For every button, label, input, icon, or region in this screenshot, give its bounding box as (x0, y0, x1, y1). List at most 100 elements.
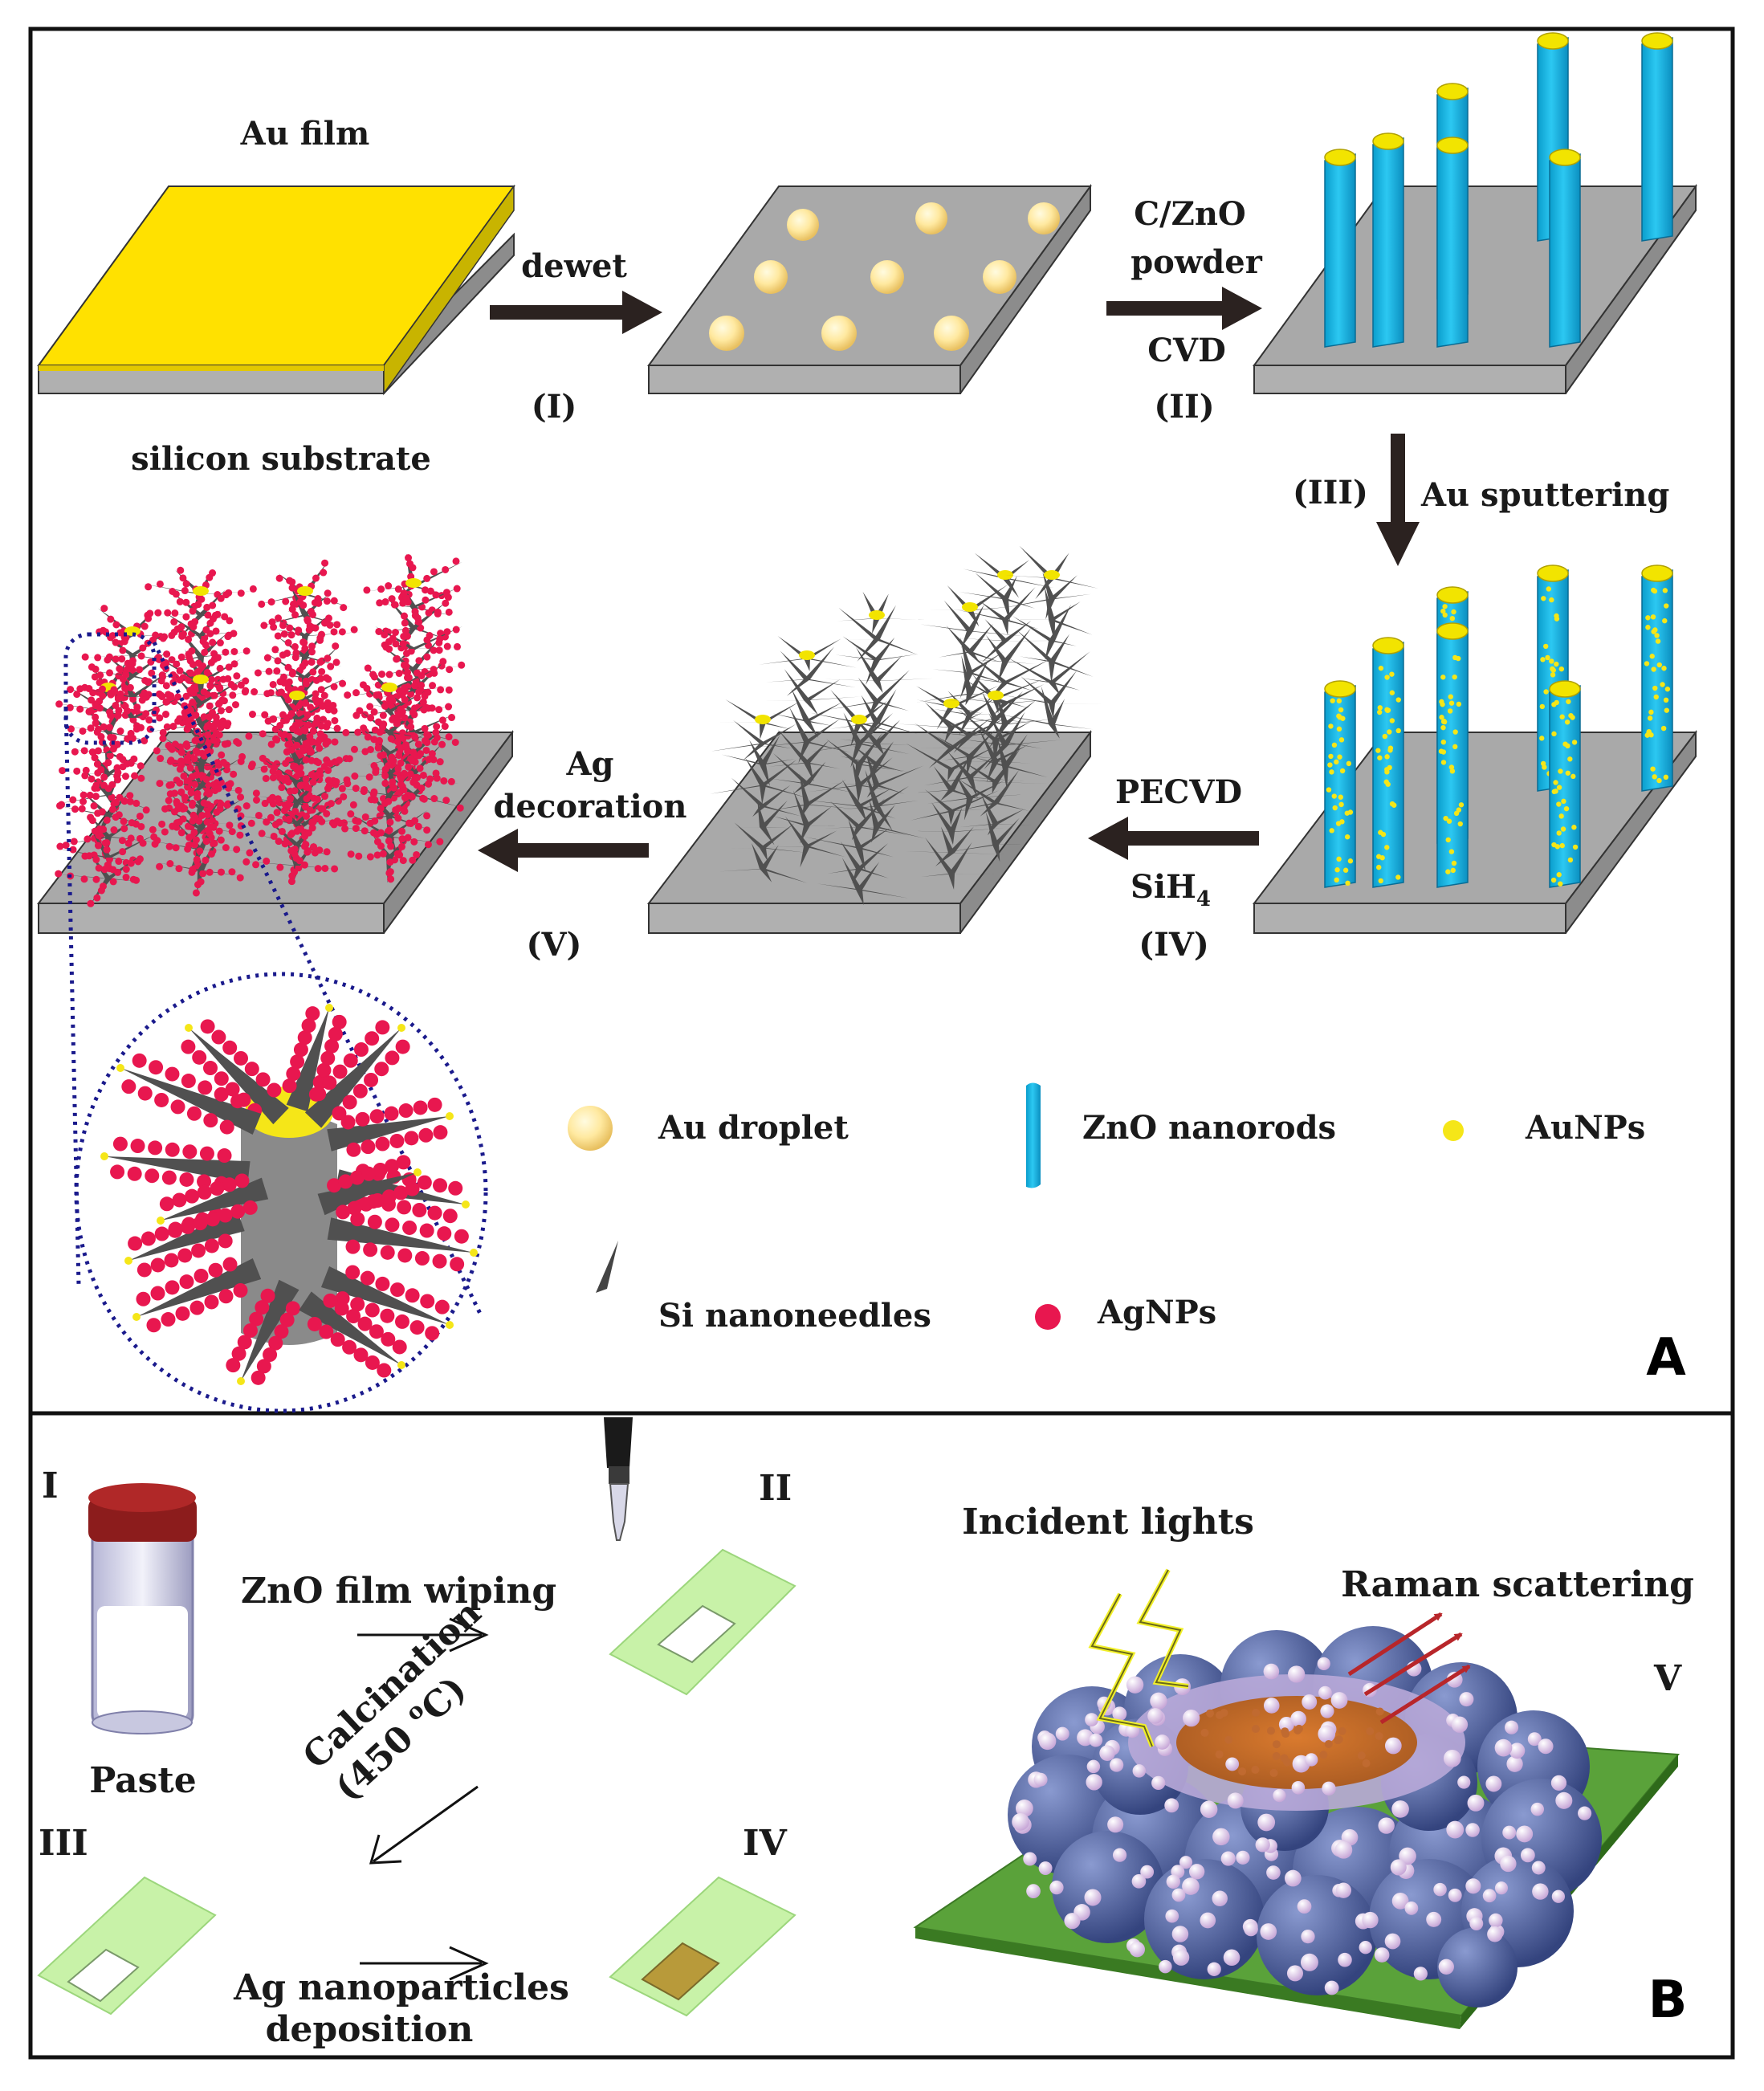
si-nanoneedle (851, 760, 862, 785)
agnp (1375, 1707, 1384, 1716)
agnp (154, 1092, 169, 1107)
agnp (242, 802, 251, 810)
agnp (323, 1293, 338, 1308)
si-nanoneedle (856, 785, 888, 790)
aunp (1554, 661, 1559, 667)
zno-nanorod (1549, 685, 1581, 888)
agnp (85, 852, 93, 860)
aunp (1556, 801, 1562, 807)
agnp (287, 878, 295, 886)
aunp (1344, 834, 1350, 840)
si-nanoneedle (807, 785, 862, 793)
aunp (1438, 748, 1444, 754)
agnp (270, 832, 278, 840)
panel-a: Au film silicon substrate dewet (I) (36, 32, 1698, 1413)
si-nanoneedle (1042, 572, 1055, 599)
si-nanoneedle (198, 850, 255, 852)
si-nanoneedle (1049, 575, 1078, 599)
agnp (275, 838, 283, 846)
si-nanoneedle (769, 778, 810, 784)
agnp (267, 598, 275, 606)
legend: Au droplet ZnO nanorods AuNPs Si nanonee… (568, 1082, 1645, 1335)
agnp (1273, 1788, 1286, 1803)
si-nanoneedle (1041, 686, 1055, 724)
si-nanoneedle (1002, 683, 1033, 691)
agnp (332, 778, 340, 786)
aunp (1344, 810, 1350, 816)
si-nanoneedle (721, 754, 766, 764)
agnp (81, 653, 89, 661)
agnp (381, 780, 389, 788)
agnp (430, 795, 438, 803)
aunp (1448, 694, 1453, 699)
agnp (128, 666, 136, 675)
aunp (1551, 731, 1557, 737)
agnp (236, 874, 244, 882)
agnp (421, 736, 429, 744)
agnp (234, 1173, 250, 1188)
au-cap (1044, 570, 1060, 580)
agnp (130, 755, 138, 763)
agnp (1357, 1751, 1366, 1760)
aunp (1338, 794, 1343, 800)
si-nanoneedle (856, 869, 889, 878)
aunp (132, 1313, 141, 1321)
agnp (1487, 1926, 1503, 1942)
agnp (198, 811, 206, 819)
agnp (214, 1086, 229, 1102)
si-nanoneedle (953, 736, 973, 753)
au-cap (1436, 83, 1469, 100)
agnp (216, 639, 224, 647)
agnp (373, 691, 381, 699)
au-cap (124, 626, 141, 636)
si-nanoneedle (804, 679, 841, 700)
si-nanoneedle (985, 634, 1008, 662)
si-nanoneedle (920, 624, 973, 631)
si-nanoneedle (824, 827, 862, 829)
agnp (428, 750, 436, 758)
agnp (332, 1014, 347, 1029)
si-nanoneedle (967, 652, 1001, 662)
agnp (397, 781, 405, 789)
agnp (127, 859, 135, 867)
agnp (418, 681, 426, 689)
agnp (177, 829, 185, 837)
aunp (1377, 709, 1383, 715)
agnp (1384, 1933, 1401, 1950)
agnp (394, 764, 402, 772)
agnp (204, 747, 212, 755)
agnp (87, 899, 95, 907)
agnp (106, 752, 114, 760)
aunp (1570, 715, 1575, 720)
step-iv-label: IV (743, 1823, 788, 1864)
agnp (340, 604, 348, 612)
agnp (153, 747, 161, 755)
agnp (279, 1312, 295, 1327)
zno-lump (1437, 1927, 1518, 2007)
agnp (443, 628, 451, 636)
si-nanoneedle (327, 1217, 474, 1253)
si-nanoneedle (826, 739, 862, 764)
si-nanoneedle (972, 756, 1008, 766)
agnp (165, 1280, 180, 1295)
agnp (122, 866, 130, 874)
si-nanoneedle (943, 719, 999, 724)
agnp (222, 648, 230, 656)
agnp (385, 1217, 400, 1233)
agnp (386, 818, 394, 826)
aunp (237, 1377, 245, 1385)
agnp (1374, 1947, 1390, 1963)
agnp (312, 676, 320, 684)
agnp (366, 703, 374, 711)
agnp (242, 1323, 258, 1338)
aunp (1440, 739, 1447, 745)
si-nanoneedle (804, 700, 819, 715)
agnp (1112, 1706, 1127, 1722)
agnp (275, 574, 283, 582)
agnp (148, 669, 156, 677)
agnp (261, 711, 269, 719)
agnp (237, 589, 245, 597)
agnp (85, 707, 93, 715)
agnp (309, 727, 317, 735)
si-nanoneedle (979, 600, 1008, 620)
